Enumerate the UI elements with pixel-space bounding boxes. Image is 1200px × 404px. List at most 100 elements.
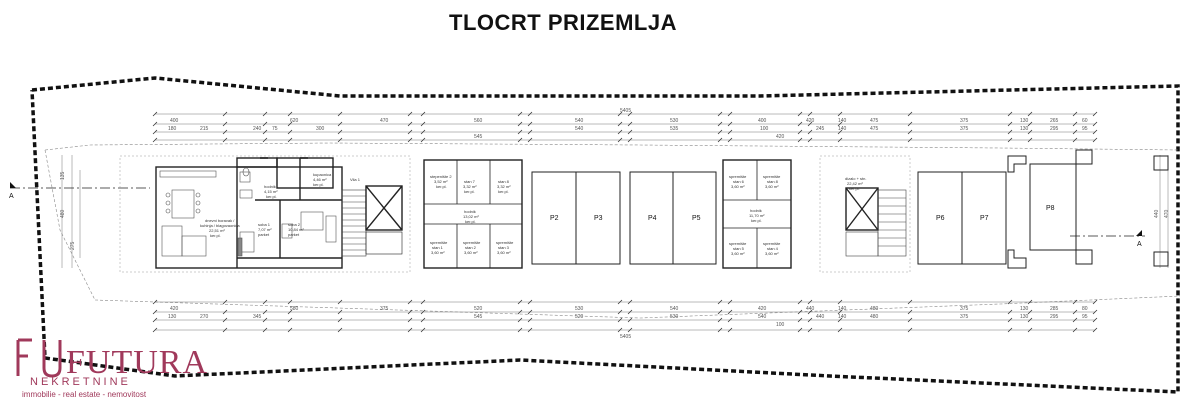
dimension-tick <box>617 137 623 143</box>
svg-text:kuhinja / blagovaonica: kuhinja / blagovaonica <box>200 223 240 228</box>
dimension-tick <box>152 299 158 305</box>
dimension-tick <box>807 129 813 135</box>
dimension-tick <box>337 129 343 135</box>
dimension-tick <box>222 121 228 127</box>
svg-text:11,70 m²: 11,70 m² <box>749 213 765 218</box>
dimension-tick <box>337 111 343 117</box>
svg-text:530: 530 <box>670 118 679 124</box>
svg-text:270: 270 <box>200 314 209 320</box>
dimension-tick <box>717 327 723 333</box>
dimension-tick <box>222 317 228 323</box>
dimension-tick <box>807 317 813 323</box>
dimension-tick <box>797 129 803 135</box>
dimension-tick <box>517 111 523 117</box>
dimension-tick <box>287 137 293 143</box>
dimension-tick <box>262 309 268 315</box>
dimension-tick <box>337 137 343 143</box>
svg-text:22,51 m²: 22,51 m² <box>209 228 225 233</box>
svg-text:ker.pl.: ker.pl. <box>266 194 277 199</box>
svg-text:480: 480 <box>870 306 879 312</box>
dimension-tick <box>1072 309 1078 315</box>
dimension-tick <box>337 299 343 305</box>
dimension-tick <box>1092 111 1098 117</box>
dimension-tick <box>807 121 813 127</box>
dimension-tick <box>222 137 228 143</box>
parking-label-p2: P2 <box>550 215 559 222</box>
dimension-tick <box>797 299 803 305</box>
dimension-tick <box>517 309 523 315</box>
elevator-shaft-1 <box>365 185 403 255</box>
dimension-tick <box>222 129 228 135</box>
dimension-tick <box>527 299 533 305</box>
svg-text:420: 420 <box>170 306 179 312</box>
dimension-tick <box>627 327 633 333</box>
svg-text:hodnik: hodnik <box>464 209 476 214</box>
dimension-tick <box>717 111 723 117</box>
dimension-tick <box>287 121 293 127</box>
logo-sub-text: NEKRETNINE <box>30 376 131 388</box>
svg-text:parket: parket <box>288 232 300 237</box>
dim-bottom-row-a: 420 580 375 520 530 540 420 440 140 480 … <box>170 306 1088 312</box>
svg-text:7,07 m²: 7,07 m² <box>258 227 272 232</box>
svg-text:345: 345 <box>253 314 262 320</box>
svg-text:300: 300 <box>316 126 325 132</box>
dimension-tick <box>420 121 426 127</box>
svg-text:4,15 m²: 4,15 m² <box>264 189 278 194</box>
svg-text:dizalo + stn.: dizalo + stn. <box>845 176 866 181</box>
dimension-tick <box>797 309 803 315</box>
svg-text:13,02 m²: 13,02 m² <box>463 214 479 219</box>
svg-text:520: 520 <box>474 306 483 312</box>
elevator-shaft-2 <box>845 187 879 231</box>
dimension-tick <box>337 317 343 323</box>
elevator-2-labels: dizalo + stn. 22,42 m² ker.pl. <box>845 176 866 191</box>
dimension-tick <box>837 137 843 143</box>
storage-block-2-labels: spremište stan 6 3,60 m² spremište stan … <box>729 174 781 256</box>
dimension-tick <box>152 121 158 127</box>
section-label-right: A <box>1137 241 1142 248</box>
dimension-tick <box>617 111 623 117</box>
dimension-tick <box>797 121 803 127</box>
dimension-tick <box>727 111 733 117</box>
dimension-tick <box>797 137 803 143</box>
svg-text:245: 245 <box>816 126 825 132</box>
storage-block-2 <box>722 159 792 269</box>
dimension-tick <box>1072 327 1078 333</box>
dimension-tick <box>1072 317 1078 323</box>
dimension-tick <box>907 299 913 305</box>
parking-label-p5: P5 <box>692 215 701 222</box>
dimension-tick <box>1072 121 1078 127</box>
dim-top-row-b: 180 215 240 75 300 545 540 535 100 420 2… <box>168 126 1088 140</box>
dimension-tick <box>627 137 633 143</box>
svg-text:stan 2: stan 2 <box>465 245 477 250</box>
villa-stairs <box>341 189 367 257</box>
dimension-tick <box>837 327 843 333</box>
svg-text:95: 95 <box>1082 126 1088 132</box>
svg-text:3,32 m²: 3,32 m² <box>497 184 511 189</box>
svg-text:75: 75 <box>272 126 278 132</box>
dimension-tick <box>837 129 843 135</box>
dimension-tick <box>1092 129 1098 135</box>
dimension-tick <box>727 299 733 305</box>
dimension-tick <box>337 309 343 315</box>
stairs-2 <box>845 189 907 257</box>
svg-text:400: 400 <box>758 118 767 124</box>
dimension-tick <box>407 299 413 305</box>
svg-text:535: 535 <box>670 126 679 132</box>
svg-text:stan 4: stan 4 <box>767 246 779 251</box>
storage-block-1-labels: stepenište 2 3,52 m² ker.pl. stan 7 3,32… <box>430 174 514 255</box>
dimension-tick <box>1027 137 1033 143</box>
svg-text:ker.pl.: ker.pl. <box>436 184 447 189</box>
svg-text:3,60 m²: 3,60 m² <box>765 184 779 189</box>
svg-text:480: 480 <box>870 314 879 320</box>
svg-text:stan 7: stan 7 <box>464 179 476 184</box>
dimension-tick <box>337 121 343 127</box>
dimension-tick <box>517 121 523 127</box>
dimension-tick <box>152 317 158 323</box>
svg-text:stepenište 2: stepenište 2 <box>430 174 452 179</box>
dim-top-total: 5405 <box>620 108 631 114</box>
parking-label-p8: P8 <box>1046 205 1055 212</box>
parking-bay-p4-p5 <box>629 171 717 265</box>
dimension-tick <box>287 317 293 323</box>
svg-text:140: 140 <box>838 314 847 320</box>
svg-text:3,32 m²: 3,32 m² <box>463 184 477 189</box>
